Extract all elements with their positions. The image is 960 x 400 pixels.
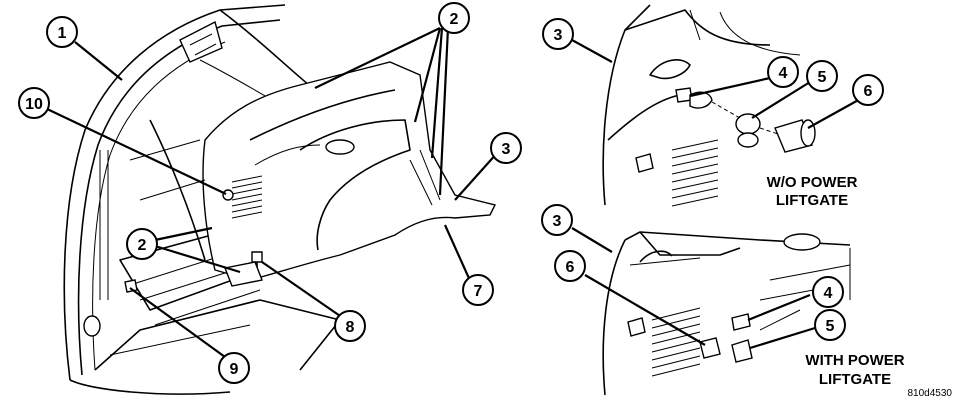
callout-5-top-right: 5 (806, 60, 838, 92)
svg-text:W/O POWER: W/O POWER (767, 174, 858, 191)
callout-4-top-right: 4 (767, 56, 799, 88)
svg-text:2: 2 (138, 237, 147, 254)
svg-text:4: 4 (824, 285, 833, 302)
callout-6-bottom-right: 6 (554, 250, 586, 282)
callout-7: 7 (462, 274, 494, 306)
callout-3-bottom-right: 3 (541, 204, 573, 236)
callout-3-left: 3 (490, 132, 522, 164)
svg-text:WITH POWER: WITH POWER (805, 352, 904, 369)
speaker-grille (231, 175, 263, 219)
detail-without-power-liftgate (602, 4, 816, 207)
callout-3-top-right: 3 (542, 18, 574, 50)
svg-text:3: 3 (554, 27, 563, 44)
caption-without-power-liftgate: W/O POWER LIFTGATE (767, 174, 858, 209)
callout-10: 10 (18, 87, 50, 119)
svg-text:9: 9 (230, 361, 239, 378)
bottom-right-leaders (571, 227, 816, 350)
callout-6-top-right: 6 (852, 74, 884, 106)
svg-text:3: 3 (553, 213, 562, 230)
top-right-leaders (571, 39, 863, 129)
svg-text:2: 2 (450, 11, 459, 28)
svg-text:LIFTGATE: LIFTGATE (776, 192, 848, 209)
svg-text:7: 7 (474, 283, 483, 300)
figure-id: 810d4530 (908, 388, 953, 399)
callout-2-left: 2 (126, 228, 158, 260)
callout-8: 8 (334, 310, 366, 342)
svg-text:4: 4 (779, 65, 788, 82)
svg-text:6: 6 (566, 259, 575, 276)
callout-1: 1 (46, 16, 78, 48)
svg-text:3: 3 (502, 141, 511, 158)
svg-text:10: 10 (25, 96, 43, 113)
caption-with-power-liftgate: WITH POWER LIFTGATE (805, 352, 904, 388)
svg-text:5: 5 (826, 318, 835, 335)
svg-text:8: 8 (346, 319, 355, 336)
callout-5-bottom-right: 5 (814, 309, 846, 341)
svg-text:LIFTGATE: LIFTGATE (819, 371, 891, 388)
left-leader-lines (44, 27, 499, 358)
callout-2-top: 2 (438, 2, 470, 34)
svg-text:5: 5 (818, 69, 827, 86)
detail-with-power-liftgate (602, 231, 851, 396)
svg-text:1: 1 (58, 25, 67, 42)
grille-upper (671, 139, 719, 207)
callout-9: 9 (218, 352, 250, 384)
grille-lower (651, 307, 701, 377)
callout-4-bottom-right: 4 (812, 276, 844, 308)
svg-text:6: 6 (864, 83, 873, 100)
